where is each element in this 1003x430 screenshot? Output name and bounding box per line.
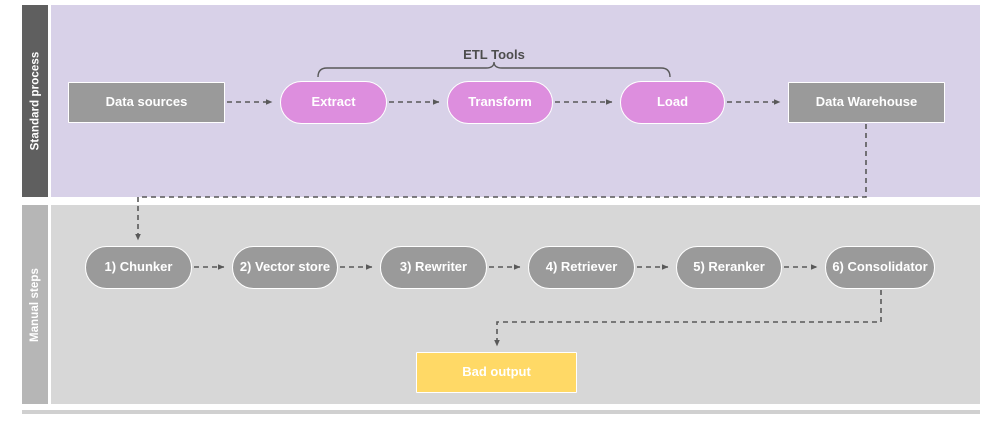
node-load[interactable]: Load: [620, 81, 725, 124]
node-reranker[interactable]: 5) Reranker: [676, 246, 782, 289]
node-chunker[interactable]: 1) Chunker: [85, 246, 192, 289]
node-rewriter[interactable]: 3) Rewriter: [380, 246, 487, 289]
node-label-reranker: 5) Reranker: [693, 259, 765, 275]
node-label-bad-output: Bad output: [462, 364, 531, 380]
lane-label-standard-process: Standard process: [29, 51, 41, 151]
node-retriever[interactable]: 4) Retriever: [528, 246, 635, 289]
etl-tools-bracket-label: ETL Tools: [463, 47, 525, 62]
node-bad-output[interactable]: Bad output: [416, 352, 577, 393]
lane-label-manual-steps: Manual steps: [29, 267, 41, 342]
node-label-data-warehouse: Data Warehouse: [815, 94, 918, 110]
node-transform[interactable]: Transform: [447, 81, 553, 124]
lane-band-standard-process: Standard process: [22, 5, 48, 197]
node-extract[interactable]: Extract: [280, 81, 387, 124]
node-label-consolidator: 6) Consolidator: [832, 259, 928, 275]
node-label-data-sources: Data sources: [105, 94, 188, 110]
lane-band-manual-steps: Manual steps: [22, 205, 48, 404]
node-vector-store[interactable]: 2) Vector store: [232, 246, 338, 289]
node-label-vector-store: 2) Vector store: [239, 259, 331, 275]
node-consolidator[interactable]: 6) Consolidator: [825, 246, 935, 289]
node-label-retriever: 4) Retriever: [545, 259, 618, 275]
node-label-chunker: 1) Chunker: [104, 259, 173, 275]
node-label-extract: Extract: [311, 94, 356, 110]
node-label-load: Load: [656, 94, 689, 110]
node-label-transform: Transform: [468, 94, 532, 110]
node-data-warehouse[interactable]: Data Warehouse: [788, 82, 945, 123]
node-label-rewriter: 3) Rewriter: [399, 259, 468, 275]
node-data-sources[interactable]: Data sources: [68, 82, 225, 123]
footer-divider: [22, 410, 980, 414]
